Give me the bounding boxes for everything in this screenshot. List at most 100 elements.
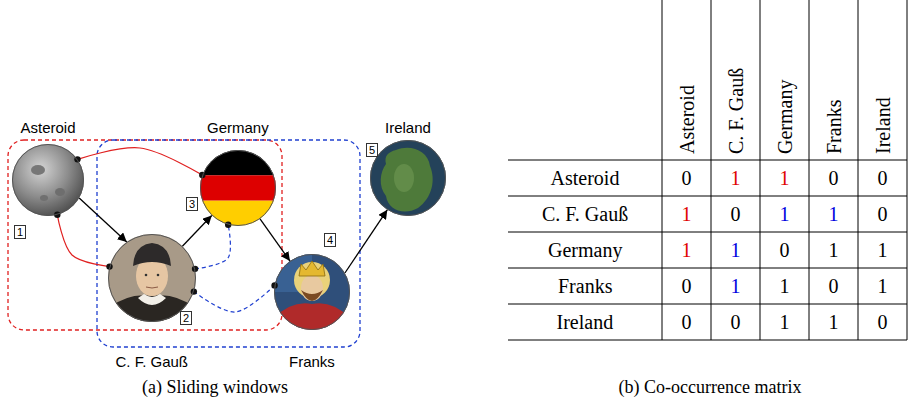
flag-stripe <box>198 175 278 200</box>
flag-stripe <box>198 148 278 175</box>
window-two <box>97 140 360 347</box>
grid-line <box>907 0 908 340</box>
subfigure-caption: (b) Co-occurrence matrix <box>619 377 802 398</box>
row-header: C. F. Gauß <box>542 203 628 225</box>
crater <box>40 195 48 201</box>
entity-node: Asteroid <box>12 144 84 216</box>
matrix-cell: 1 <box>878 275 888 297</box>
matrix-cell: 0 <box>731 311 741 333</box>
node-name: C. F. Gauß <box>114 353 191 371</box>
node-outline <box>12 144 84 216</box>
matrix-cell: 0 <box>682 167 692 189</box>
connector <box>260 219 290 261</box>
robe <box>274 303 350 330</box>
node-outline <box>108 234 196 322</box>
node-name: Germany <box>205 119 271 137</box>
flag-picture <box>198 148 278 228</box>
portrait-ground <box>108 234 196 322</box>
matrix-cell: 0 <box>829 275 839 297</box>
entity-node: C. F. Gauß <box>108 234 196 322</box>
grid-line <box>508 304 907 305</box>
grid-line <box>858 0 859 340</box>
node-circle <box>201 151 276 226</box>
connector <box>57 215 109 267</box>
island-patch <box>394 164 414 192</box>
node-circle <box>275 255 350 330</box>
callout-number: 2 <box>180 311 192 325</box>
matrix-cell: 1 <box>829 239 839 261</box>
matrix-cell: 1 <box>829 203 839 225</box>
grid-line <box>662 0 663 340</box>
entity-node: Franks <box>274 254 350 330</box>
sea <box>368 138 448 218</box>
matrix-cell: 0 <box>682 311 692 333</box>
callout-number: 3 <box>186 197 198 211</box>
crater <box>31 165 45 175</box>
grid-line <box>508 340 907 341</box>
grid-line <box>508 268 907 269</box>
matrix-cell: 1 <box>878 239 888 261</box>
node-outline <box>274 254 350 330</box>
king-picture <box>274 254 350 330</box>
matrix-cell: 1 <box>731 239 741 261</box>
column-header: Franks <box>823 100 845 154</box>
node-circle <box>371 141 446 216</box>
matrix-cell: 0 <box>829 167 839 189</box>
beard <box>301 290 323 301</box>
island <box>381 148 433 212</box>
connector <box>77 148 202 175</box>
collar <box>138 294 166 305</box>
asteroid-picture <box>12 144 84 216</box>
matrix-cell: 0 <box>780 239 790 261</box>
matrix-cell: 1 <box>829 311 839 333</box>
subfigure-caption: (a) Sliding windows <box>142 377 288 398</box>
row-header: Asteroid <box>551 167 620 189</box>
matrix-cell: 1 <box>780 203 790 225</box>
row-header: Franks <box>558 275 612 297</box>
window-one <box>8 140 282 330</box>
entity-node: Germany <box>200 150 276 226</box>
matrix-cell: 1 <box>682 203 692 225</box>
matrix-cell: 1 <box>731 167 741 189</box>
grid-line <box>760 0 761 340</box>
grid-line <box>711 0 712 340</box>
matrix-cell: 0 <box>731 203 741 225</box>
matrix-cell: 0 <box>878 167 888 189</box>
entity-node: Ireland <box>370 140 446 216</box>
eye <box>145 274 148 277</box>
callout-number: 4 <box>324 233 336 247</box>
matrix-cell: 1 <box>731 275 741 297</box>
portrait-picture <box>108 234 196 322</box>
node-outline <box>370 140 446 216</box>
node-name: Asteroid <box>19 119 78 137</box>
node-name: Ireland <box>383 119 433 137</box>
node-circle <box>109 235 196 322</box>
connector <box>345 210 387 273</box>
matrix-cell: 0 <box>878 311 888 333</box>
callout-number: 5 <box>366 143 378 157</box>
matrix-cell: 1 <box>780 275 790 297</box>
node-circle <box>13 145 84 216</box>
mouth <box>146 287 158 288</box>
crown <box>299 261 325 276</box>
callout-number: 1 <box>14 225 26 239</box>
node-outline <box>200 150 276 226</box>
island-picture <box>368 138 448 218</box>
matrix-cell: 0 <box>682 275 692 297</box>
matrix-cell: 1 <box>780 311 790 333</box>
asteroid-body <box>12 144 84 216</box>
column-header: Ireland <box>872 97 894 154</box>
matrix-cell: 0 <box>878 203 888 225</box>
flag-stripe <box>198 201 278 228</box>
connector <box>182 215 211 246</box>
grid-line <box>508 232 907 233</box>
connector <box>194 285 275 312</box>
matrix-cell: 1 <box>682 239 692 261</box>
row-header: Ireland <box>557 311 614 333</box>
row-header: Germany <box>548 239 622 261</box>
grid-line <box>508 160 907 161</box>
connector <box>195 225 230 269</box>
column-header: Asteroid <box>676 85 698 154</box>
